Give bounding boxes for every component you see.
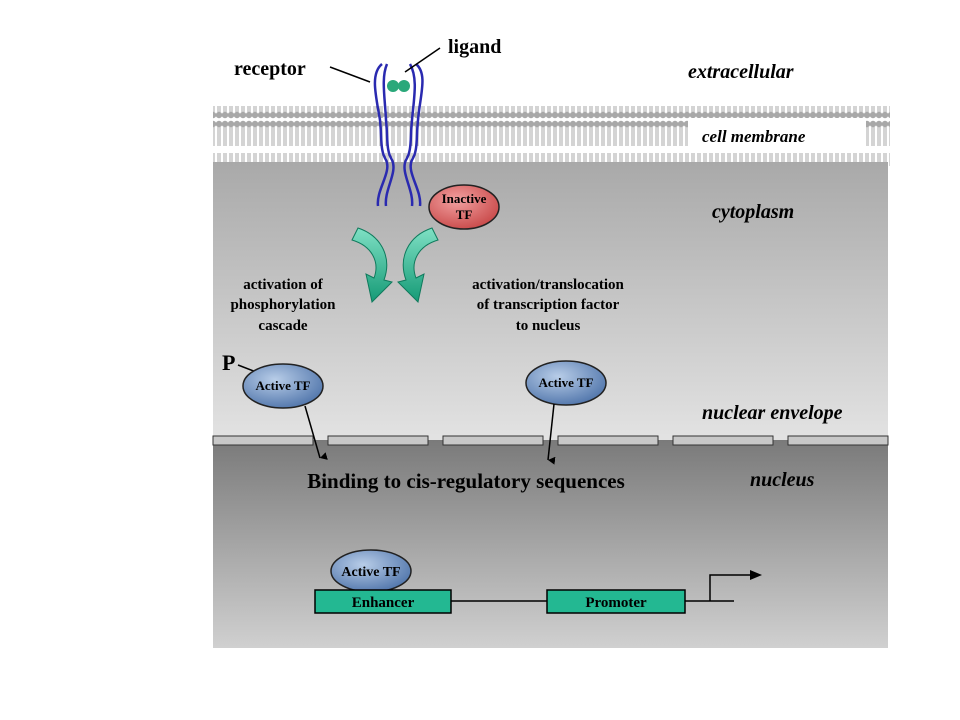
ligand-label: ligand [448,36,501,58]
nuclear-envelope-segment [327,435,429,446]
cell-membrane-label: cell membrane [702,127,806,146]
binding-label: Binding to cis-regulatory sequences [307,469,625,493]
enhancer-box [314,589,452,614]
import-arrow-right [547,403,556,465]
ligand-icon [387,80,399,92]
left-caption-line1: activation of [243,277,324,293]
left-caption-line2: phosphorylation [230,297,336,313]
active-tf-phosphorylated [242,363,324,409]
transcription-start-arrowhead-icon [750,570,762,580]
right-caption-line3: to nucleus [516,318,581,334]
enhancer-label: Enhancer [352,595,415,611]
promoter-label: Promoter [585,595,647,611]
left-caption-line3: cascade [258,318,307,334]
nuclear-envelope-segment [557,435,659,446]
cytoplasm-label: cytoplasm [712,201,794,223]
phosphate-label: P [222,350,235,375]
curved-arrow-left-icon [351,227,393,304]
active-tf-label: Active TF [256,378,311,393]
inactive-tf-label-line2: TF [456,207,473,222]
nuclear-envelope-segment [212,435,314,446]
inactive-tf-label-line1: Inactive [442,191,487,206]
nuclear-envelope-label: nuclear envelope [702,402,843,424]
nuclear-envelope-segment [787,435,889,446]
transcription-start-arrow-icon [709,574,752,601]
right-caption-line1: activation/translocation [472,277,624,293]
receptor-pointer [329,66,371,83]
extracellular-label: extracellular [688,61,794,83]
curved-arrow-right-icon [397,227,439,304]
inactive-tf [428,184,500,230]
nuclear-envelope-segment [442,435,544,446]
nuclear-envelope-segment [672,435,774,446]
receptor-icon [373,63,424,207]
cell-membrane-label-box [688,118,866,152]
promoter-box [546,589,686,614]
right-caption-line2: of transcription factor [477,297,620,313]
import-arrow-left [304,405,328,460]
receptor-label: receptor [234,58,306,80]
active-tf-label: Active TF [539,375,594,390]
active-tf-translocated [525,360,607,406]
nucleus-label: nucleus [750,469,815,491]
ligand-icon [398,80,410,92]
active-tf-label: Active TF [341,565,400,580]
ligand-pointer [404,47,441,73]
